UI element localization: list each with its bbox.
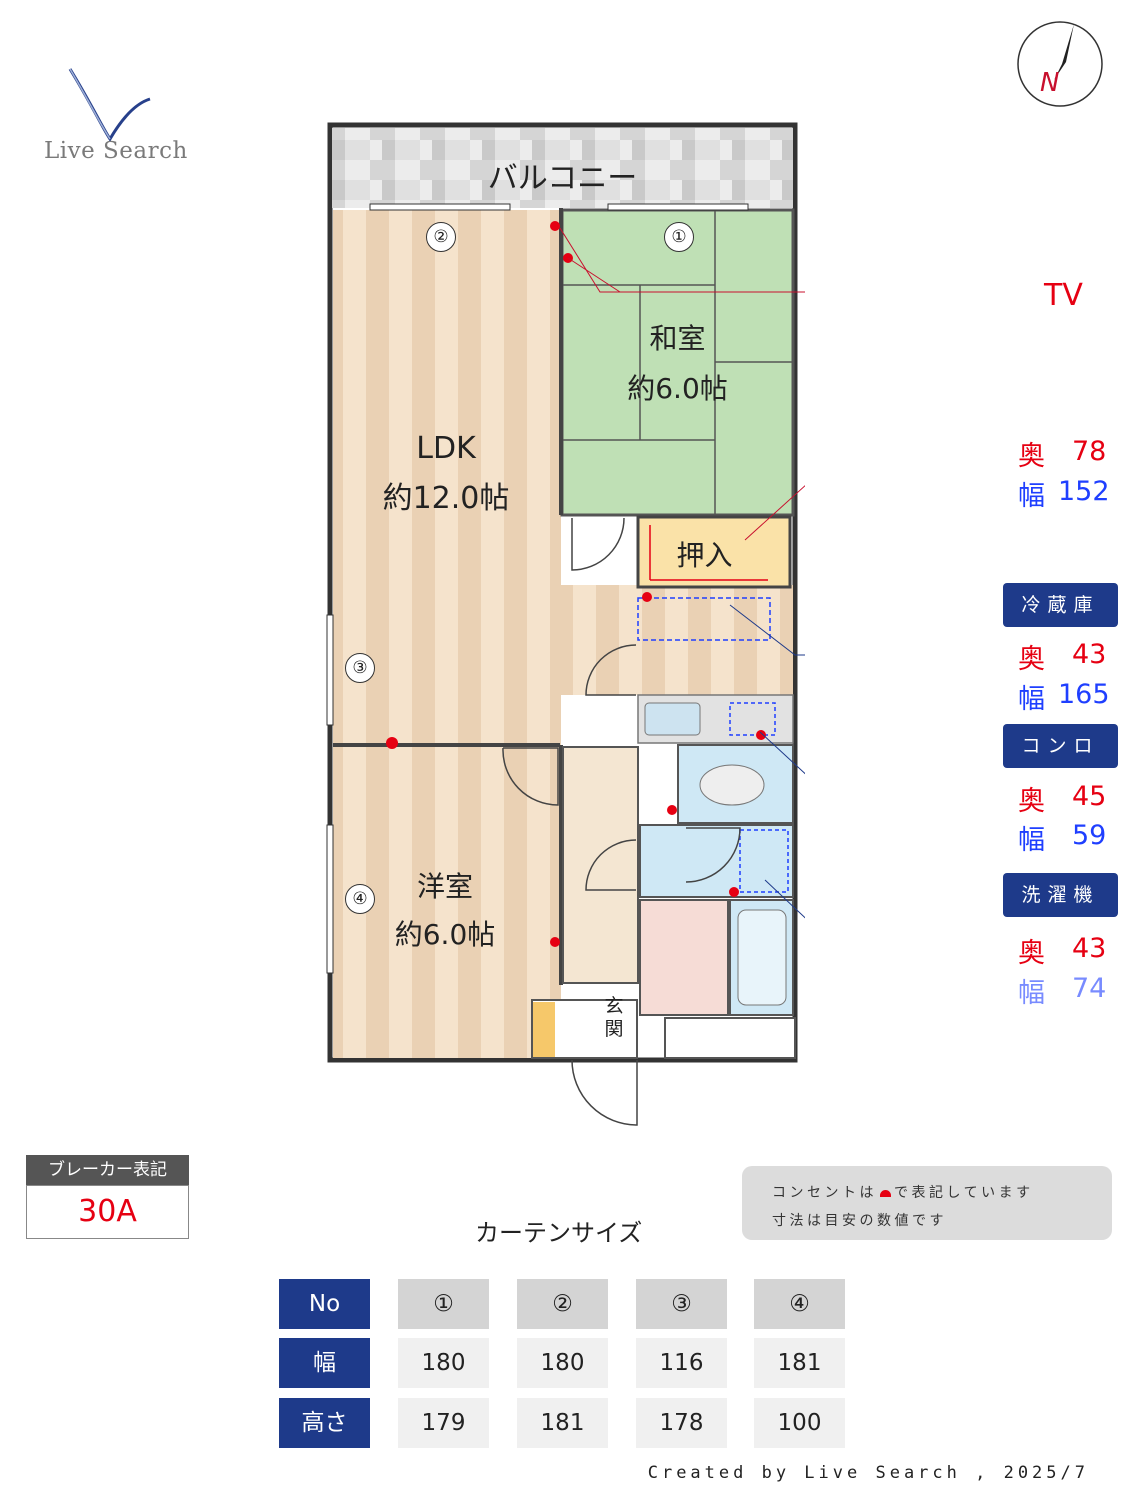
tv-label: TV <box>1044 278 1083 313</box>
stove-depth-value: 45 <box>1072 781 1107 812</box>
footer-credit: Created by Live Search , 2025/7 <box>647 1463 1089 1483</box>
washer-depth-label: 奥 <box>1018 938 1045 969</box>
curtain-no-1: ① <box>398 1279 489 1329</box>
window-marker-3: ③ <box>345 653 375 683</box>
washer-tag: 洗濯機 <box>1003 873 1118 917</box>
outlet-note: コンセントは で表記しています 寸法は目安の数値です <box>742 1166 1112 1240</box>
youshitsu-name: 洋室 <box>416 870 473 903</box>
row-header-height: 高さ <box>279 1398 370 1448</box>
washer-width-label: 幅 <box>1018 978 1045 1009</box>
washitsu-name: 和室 <box>649 322 706 355</box>
oshiire-label: 押入 <box>676 539 733 572</box>
curtain-height-3: 178 <box>636 1398 727 1448</box>
oshiire-depth-value: 78 <box>1072 436 1107 467</box>
compass-icon <box>1017 21 1103 107</box>
balcony-label: バルコニー <box>487 161 638 196</box>
live-search-logo-mark <box>68 68 151 142</box>
washer-depth-value: 43 <box>1072 933 1107 964</box>
logo-text: Live Search <box>44 138 188 164</box>
note-line1-start: コンセントは <box>772 1185 877 1201</box>
curtain-height-1: 179 <box>398 1398 489 1448</box>
curtain-height-4: 100 <box>754 1398 845 1448</box>
oshiire-width-label: 幅 <box>1018 481 1045 512</box>
note-line1-end: で表記しています <box>894 1185 1034 1201</box>
window-marker-2: ② <box>426 222 456 252</box>
breaker-value: 30A <box>26 1185 189 1239</box>
fridge-depth-value: 43 <box>1072 639 1107 670</box>
note-line2: 寸法は目安の数値です <box>772 1213 947 1229</box>
stove-width-value: 59 <box>1072 820 1107 851</box>
curtain-width-1: 180 <box>398 1338 489 1388</box>
window-marker-4: ④ <box>345 884 375 914</box>
stove-width-label: 幅 <box>1018 825 1045 856</box>
row-header-width: 幅 <box>279 1338 370 1388</box>
compass: N <box>1016 20 1104 108</box>
fridge-width-value: 165 <box>1058 679 1110 710</box>
washer-width-value: 74 <box>1072 973 1107 1004</box>
breaker-label: ブレーカー表記 <box>26 1155 189 1185</box>
ldk-name: LDK <box>416 431 476 466</box>
curtain-width-4: 181 <box>754 1338 845 1388</box>
oshiire-width-value: 152 <box>1058 476 1110 507</box>
fridge-width-label: 幅 <box>1018 684 1045 715</box>
curtain-height-2: 181 <box>517 1398 608 1448</box>
youshitsu-size: 約6.0帖 <box>394 918 496 951</box>
curtain-width-2: 180 <box>517 1338 608 1388</box>
window-marker-1: ① <box>664 222 694 252</box>
curtain-no-3: ③ <box>636 1279 727 1329</box>
washitsu-size: 約6.0帖 <box>627 372 728 405</box>
row-header-no: No <box>279 1279 370 1329</box>
fridge-tag: 冷蔵庫 <box>1003 583 1118 627</box>
curtain-no-4: ④ <box>754 1279 845 1329</box>
genkan-label: 玄関 <box>604 995 624 1040</box>
compass-north-label: N <box>1040 68 1060 98</box>
floor-plan <box>326 122 805 1126</box>
curtain-title: カーテンサイズ <box>475 1219 643 1247</box>
curtain-width-3: 116 <box>636 1338 727 1388</box>
curtain-no-2: ② <box>517 1279 608 1329</box>
stove-depth-label: 奥 <box>1018 786 1045 817</box>
ldk-size: 約12.0帖 <box>382 481 510 516</box>
outlet-icon <box>880 1190 891 1197</box>
oshiire-depth-label: 奥 <box>1018 441 1045 472</box>
stove-tag: コンロ <box>1003 724 1118 768</box>
fridge-depth-label: 奥 <box>1018 644 1045 675</box>
